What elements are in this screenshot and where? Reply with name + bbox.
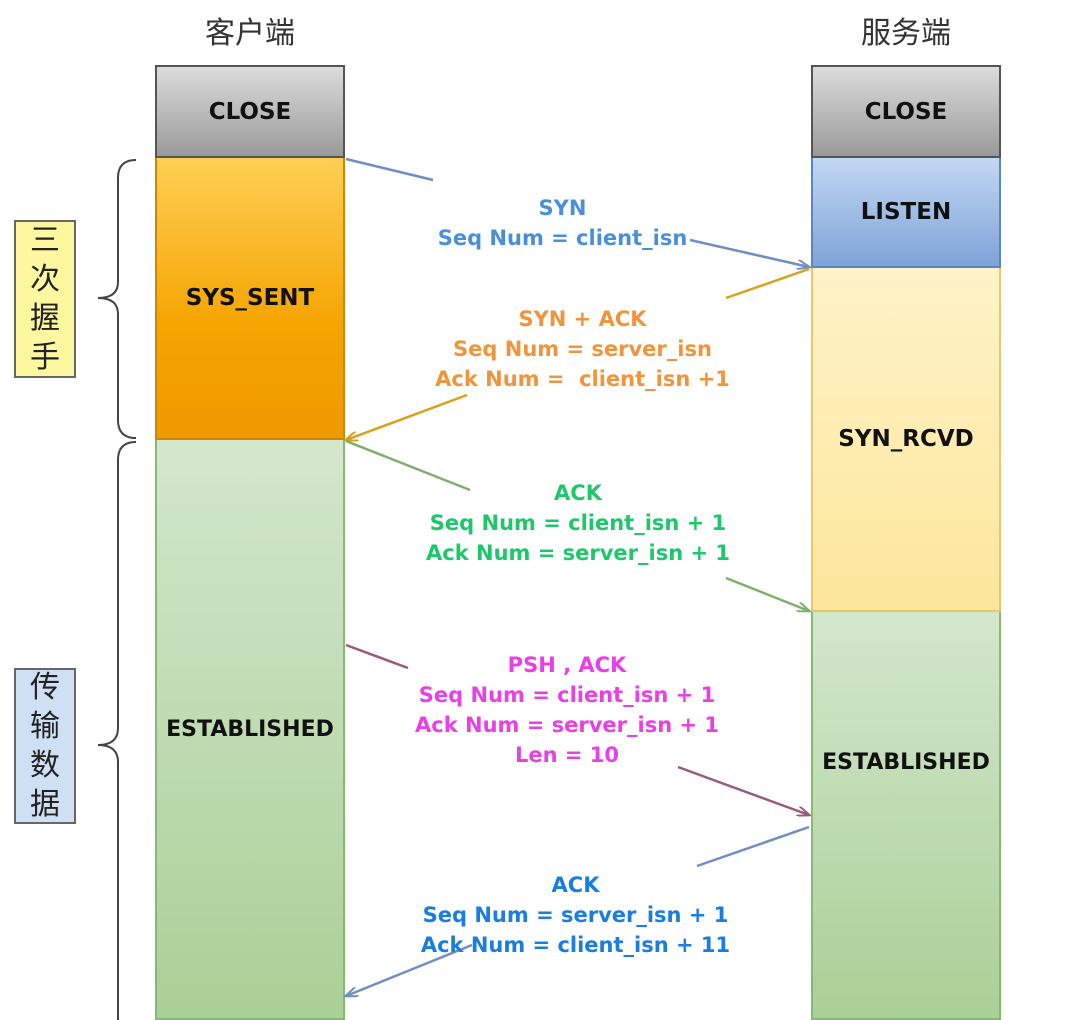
psh-ack-line: Seq Num = client_isn + 1 (418, 683, 716, 707)
ack2-line: Seq Num = server_isn + 1 (422, 903, 729, 927)
server-state-syn-rcvd: SYN_RCVD (811, 268, 1001, 612)
psh-ack-line: Ack Num = server_isn + 1 (415, 713, 719, 737)
ack2-line: ACK (551, 873, 600, 897)
client-state-established: ESTABLISHED (155, 440, 345, 1020)
handshake-char: 三 (30, 223, 60, 258)
syn-ack-line: Ack Num = client_isn +1 (435, 367, 730, 391)
server-state-established: ESTABLISHED (811, 612, 1001, 1020)
handshake-phase-label: 三 次 握 手 (14, 220, 76, 378)
psh-ack-line: PSH , ACK (507, 653, 627, 677)
client-state-sys-sent: SYS_SENT (155, 158, 345, 440)
syn-ack-message: SYN + ACK Seq Num = server_isn Ack Num =… (400, 304, 765, 394)
handshake-brace (97, 159, 137, 439)
syn-line: SYN (538, 196, 587, 220)
ack2-arrow-tail (696, 825, 810, 868)
psh-ack-arrow-head (677, 765, 809, 815)
client-column-title: 客户端 (205, 16, 295, 51)
psh-ack-arrow-tail (345, 643, 409, 670)
psh-ack-line: Len = 10 (514, 743, 619, 767)
ack-message: ACK Seq Num = client_isn + 1 Ack Num = s… (398, 478, 758, 568)
client-state-close: CLOSE (155, 65, 345, 158)
syn-arrow-head (689, 238, 809, 267)
transfer-brace (97, 441, 137, 1020)
ack2-line: Ack Num = client_isn + 11 (420, 933, 731, 957)
transfer-char: 据 (30, 787, 60, 822)
ack-line: Ack Num = server_isn + 1 (426, 541, 730, 565)
server-column-title: 服务端 (861, 16, 951, 51)
syn-ack-line: Seq Num = server_isn (453, 337, 712, 361)
server-state-listen: LISTEN (811, 158, 1001, 268)
handshake-char: 握 (30, 301, 60, 336)
server-state-close: CLOSE (811, 65, 1001, 158)
ack-line: ACK (554, 481, 602, 505)
syn-line: Seq Num = client_isn (437, 226, 688, 250)
syn-message: SYN Seq Num = client_isn (390, 193, 735, 253)
transfer-char: 传 (30, 670, 60, 705)
ack-arrow-head (725, 576, 809, 611)
ack-arrow-tail (345, 439, 471, 492)
transfer-phase-label: 传 输 数 据 (14, 668, 76, 824)
syn-arrow-tail (345, 157, 434, 182)
ack-line: Seq Num = client_isn + 1 (429, 511, 727, 535)
ack2-message: ACK Seq Num = server_isn + 1 Ack Num = c… (398, 870, 753, 960)
syn-ack-arrow-tail (725, 267, 810, 300)
transfer-char: 数 (30, 748, 60, 783)
ack2-arrow-head (346, 943, 473, 996)
psh-ack-message: PSH , ACK Seq Num = client_isn + 1 Ack N… (392, 650, 742, 770)
transfer-char: 输 (30, 709, 60, 744)
syn-ack-arrow-head (346, 393, 468, 440)
handshake-char: 手 (30, 340, 60, 375)
handshake-char: 次 (30, 262, 60, 297)
syn-ack-line: SYN + ACK (518, 307, 647, 331)
